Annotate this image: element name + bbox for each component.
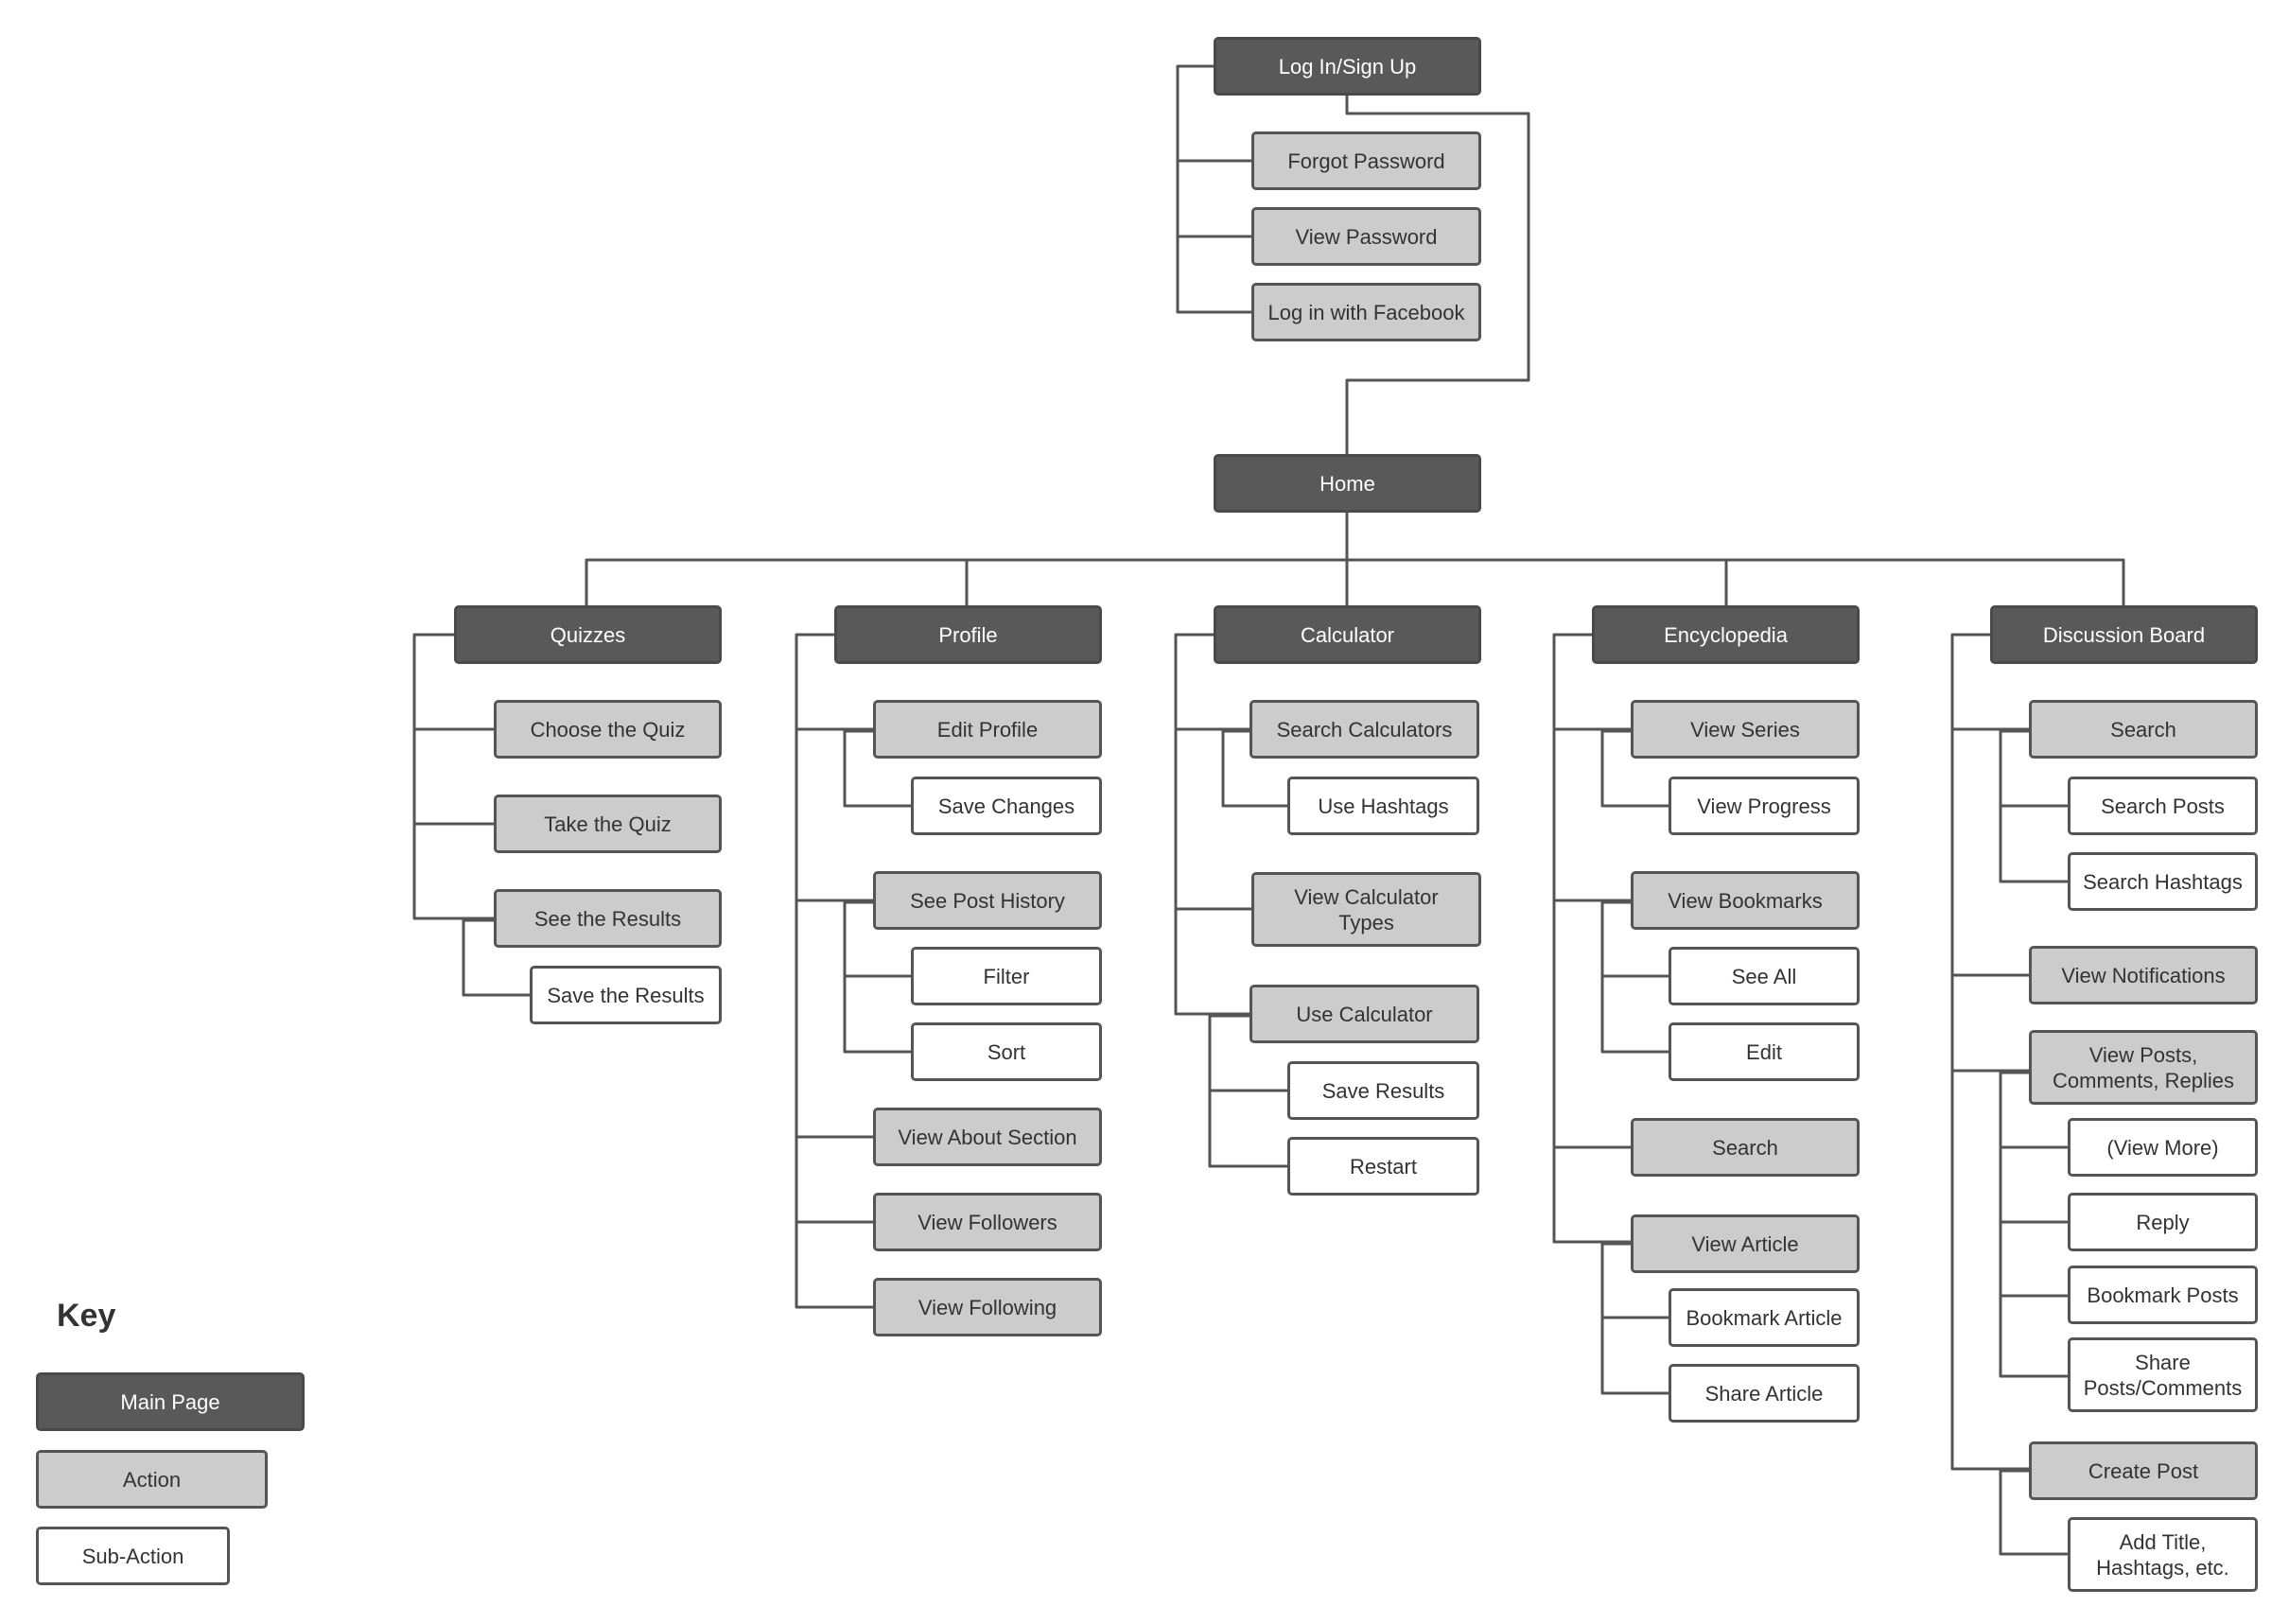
node-edit-profile: Edit Profile — [873, 700, 1102, 759]
node-encyclopedia: Encyclopedia — [1592, 605, 1860, 664]
node-see-post-history: See Post History — [873, 871, 1102, 930]
key-action: Action — [36, 1450, 268, 1509]
node-take-the-quiz: Take the Quiz — [494, 795, 722, 853]
node-save-results: Save Results — [1287, 1061, 1479, 1120]
node-search-discussion: Search — [2029, 700, 2258, 759]
node-share-posts-comments: Share Posts/Comments — [2068, 1337, 2258, 1412]
node-save-changes: Save Changes — [911, 777, 1102, 835]
node-use-hashtags: Use Hashtags — [1287, 777, 1479, 835]
node-view-notifications: View Notifications — [2029, 946, 2258, 1004]
node-search-hashtags: Search Hashtags — [2068, 852, 2258, 911]
node-view-posts-comments-replies: View Posts, Comments, Replies — [2029, 1030, 2258, 1105]
node-log-in-with-facebook: Log in with Facebook — [1251, 283, 1481, 341]
node-forgot-password: Forgot Password — [1251, 131, 1481, 190]
node-filter: Filter — [911, 947, 1102, 1005]
node-bookmark-posts: Bookmark Posts — [2068, 1266, 2258, 1324]
node-view-password: View Password — [1251, 207, 1481, 266]
node-quizzes: Quizzes — [454, 605, 722, 664]
node-view-calculator-types: View Calculator Types — [1251, 872, 1481, 947]
node-reply: Reply — [2068, 1193, 2258, 1251]
node-view-about-section: View About Section — [873, 1108, 1102, 1166]
node-bookmark-article: Bookmark Article — [1669, 1288, 1860, 1347]
node-see-all: See All — [1669, 947, 1860, 1005]
node-view-followers: View Followers — [873, 1193, 1102, 1251]
node-profile: Profile — [834, 605, 1102, 664]
node-search-encyclopedia: Search — [1631, 1118, 1860, 1177]
node-search-posts: Search Posts — [2068, 777, 2258, 835]
node-home: Home — [1214, 454, 1481, 513]
node-sort: Sort — [911, 1022, 1102, 1081]
node-share-article: Share Article — [1669, 1364, 1860, 1423]
node-discussion-board: Discussion Board — [1990, 605, 2258, 664]
key-sub-action: Sub-Action — [36, 1527, 230, 1585]
node-log-in-sign-up: Log In/Sign Up — [1214, 37, 1481, 96]
node-search-calculators: Search Calculators — [1249, 700, 1479, 759]
node-view-following: View Following — [873, 1278, 1102, 1336]
node-save-the-results: Save the Results — [530, 966, 722, 1024]
node-view-series: View Series — [1631, 700, 1860, 759]
node-choose-the-quiz: Choose the Quiz — [494, 700, 722, 759]
node-see-the-results: See the Results — [494, 889, 722, 948]
node-view-bookmarks: View Bookmarks — [1631, 871, 1860, 930]
node-calculator: Calculator — [1214, 605, 1481, 664]
node-view-more: (View More) — [2068, 1118, 2258, 1177]
key-main-page: Main Page — [36, 1372, 305, 1431]
key-title: Key — [57, 1298, 116, 1334]
node-view-article: View Article — [1631, 1214, 1860, 1273]
node-add-title-hashtags: Add Title, Hashtags, etc. — [2068, 1517, 2258, 1592]
node-create-post: Create Post — [2029, 1441, 2258, 1500]
node-use-calculator: Use Calculator — [1249, 985, 1479, 1043]
node-edit: Edit — [1669, 1022, 1860, 1081]
node-restart: Restart — [1287, 1137, 1479, 1196]
node-view-progress: View Progress — [1669, 777, 1860, 835]
